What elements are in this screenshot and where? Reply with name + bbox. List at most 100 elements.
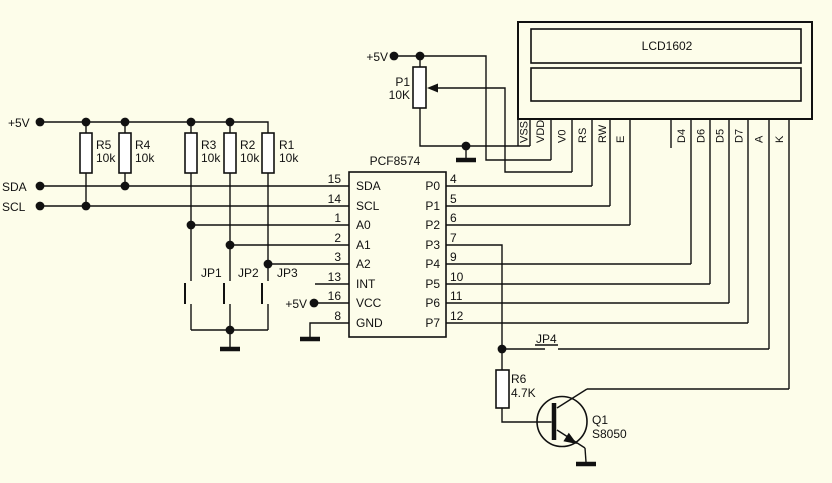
resistor-r1-body [261,132,275,174]
resistor-r5-body [79,132,93,174]
label-q1-ref: Q1 [592,413,608,427]
pin-num-4: 4 [450,172,457,186]
lcd-pin-d4: D4 [676,129,688,143]
lcd-display-row2 [530,67,802,102]
wire-layer [40,55,790,463]
label-p1-value: 10K [389,88,410,102]
label-r1-ref: R1 [279,138,295,152]
transistor-q1-body [536,395,588,448]
ic-right-pins: 4 P0 5 P1 6 P2 7 P3 9 P4 10 P5 11 P6 12 … [425,172,463,330]
lcd-pin-d7: D7 [734,129,746,143]
label-r3-value: 10k [201,151,221,165]
wire-r6-base [501,408,552,423]
pin-label-p4: P4 [425,257,440,271]
pin-num-7: 7 [450,231,457,245]
label-r5-ref: R5 [96,138,112,152]
wire-5v-rail [40,121,269,133]
ground-symbols [220,157,596,467]
pin-label-int: INT [356,277,376,291]
label-r4-ref: R4 [135,138,151,152]
label-5v-rail: +5V [8,116,30,130]
label-p1-ref: P1 [395,75,410,89]
transistor-emitter-arrow [563,432,577,444]
pin-label-vcc: VCC [356,296,382,310]
wire-p1-bottom-vss [419,108,530,147]
label-5v-p1: +5V [366,50,388,64]
p1-wiper-arrow [427,83,438,93]
pin-label-p1: P1 [425,199,440,213]
wire-p3-drop [446,244,503,349]
label-r6-ref: R6 [511,372,527,386]
label-jp1: JP1 [201,266,222,280]
label-r6-value: 4.7K [511,386,536,400]
label-q1-part: S8050 [592,427,627,441]
component-bodies [79,21,813,448]
label-r1-value: 10k [279,151,299,165]
labels: +5V +5V +5V SDA SCL R5 10k R4 10k R3 10k… [2,39,693,441]
lcd-pin-rw: RW [597,124,609,143]
wire-5v-to-vdd [394,55,551,161]
lcd-pin-v0: V0 [557,130,569,143]
lcd-pin-d6: D6 [696,129,708,143]
lcd-pin-labels: VSS VDD V0 RS RW E D4 D6 D5 D7 A K [519,120,787,143]
lcd-pin-e: E [615,136,627,143]
label-jp2: JP2 [238,266,259,280]
resistor-r6-body [495,369,510,409]
pin-label-p0: P0 [425,179,440,193]
pin-num-15: 15 [328,172,342,186]
pin-num-11: 11 [450,289,463,303]
lcd-display-row1 [530,28,802,64]
lcd-pin-vss: VSS [519,121,531,143]
pin-label-sda: SDA [356,179,381,193]
label-scl: SCL [2,200,26,214]
pin-num-5: 5 [450,192,457,206]
wire-gnd-pin [309,322,349,337]
pin-label-p3: P3 [425,238,440,252]
label-r3-ref: R3 [201,138,217,152]
pin-num-14: 14 [328,192,342,206]
pin-label-p6: P6 [425,296,440,310]
label-lcd-title: LCD1602 [642,39,693,53]
pin-num-9: 9 [450,250,457,264]
pin-label-p2: P2 [425,218,440,232]
jumper-contacts [184,283,263,304]
pin-num-2: 2 [334,231,341,245]
pin-label-p5: P5 [425,277,440,291]
pin-num-13: 13 [328,270,342,284]
lcd-pin-k: K [774,135,786,143]
pin-label-scl: SCL [356,199,380,213]
wire-wiper-to-v0 [437,87,572,173]
lcd-pin-vdd: VDD [535,120,547,143]
pin-num-16: 16 [328,289,342,303]
pin-num-6: 6 [450,211,457,225]
resistor-r4-body [118,132,132,174]
pin-num-1: 1 [334,211,341,225]
wire-emitter-gnd [584,447,587,463]
pin-label-a1: A1 [356,238,371,252]
label-ic-title: PCF8574 [370,154,421,168]
resistor-r3-body [184,132,198,174]
lcd-pin-d5: D5 [715,129,727,143]
label-sda: SDA [2,180,27,194]
pin-label-gnd: GND [356,316,383,330]
label-5v-vcc: +5V [285,297,307,311]
ic-left-pins: 15 SDA 14 SCL 1 A0 2 A1 3 A2 13 INT 16 V… [328,172,383,330]
label-jp4: JP4 [536,332,557,346]
pin-num-3: 3 [334,250,341,264]
label-r4-value: 10k [135,151,155,165]
label-r5-value: 10k [96,151,116,165]
junction-dots [35,51,507,354]
potentiometer-p1-body [412,66,427,109]
label-r2-value: 10k [240,151,260,165]
lcd-pin-a: A [754,135,766,143]
pin-label-a2: A2 [356,257,371,271]
pin-num-8: 8 [334,309,341,323]
lcd-module-outline [517,21,813,120]
lcd-pin-rs: RS [577,128,589,143]
pin-label-p7: P7 [425,316,440,330]
resistor-r2-body [223,132,237,174]
label-jp3: JP3 [277,266,298,280]
pin-label-a0: A0 [356,218,371,232]
pin-num-10: 10 [450,270,464,284]
